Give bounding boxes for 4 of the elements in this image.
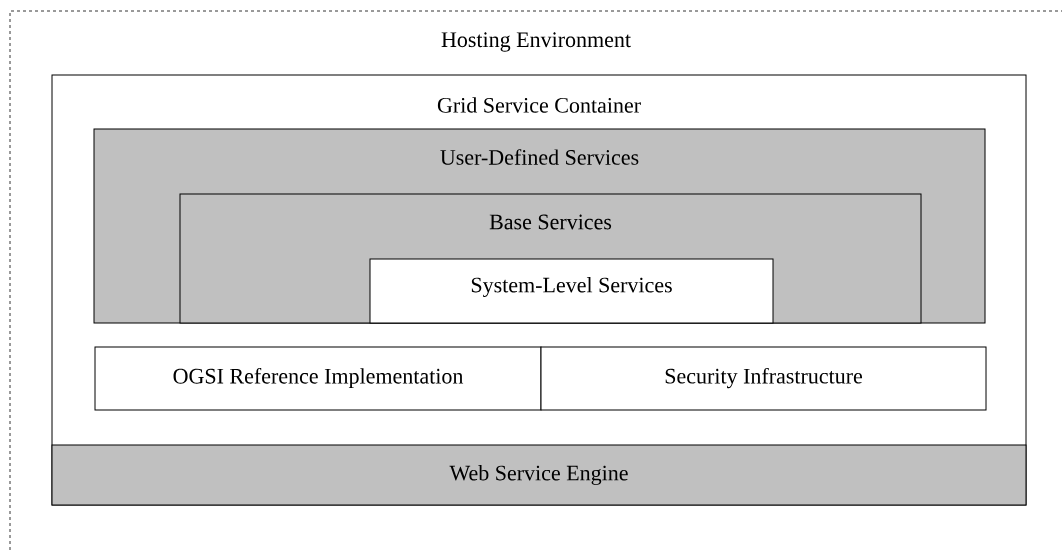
layer-box: Security Infrastructure — [540, 346, 987, 411]
layer-box: Web Service Engine — [51, 444, 1027, 506]
layer-box: System-Level Services — [369, 258, 774, 324]
layer-box: OGSI Reference Implementation — [94, 346, 542, 411]
